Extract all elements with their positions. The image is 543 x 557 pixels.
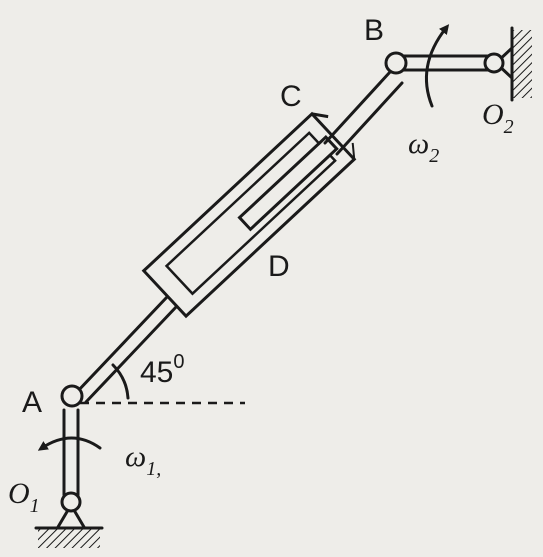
pin-b <box>384 51 408 75</box>
pin-a <box>60 384 84 408</box>
label-omega2: ω2 <box>408 127 439 167</box>
label-c: C <box>280 80 302 113</box>
label-d: D <box>268 250 290 283</box>
omega1-rotation-arrow <box>37 436 102 451</box>
label-o1: O1 <box>8 477 40 517</box>
omega2-rotation-arrow <box>425 24 450 108</box>
label-omega1: ω1, <box>125 440 161 480</box>
rod-ad <box>74 295 179 404</box>
rod-cb <box>323 70 404 156</box>
label-a: A <box>22 386 42 419</box>
pin-o1 <box>60 491 82 513</box>
crank-o1a <box>62 408 80 497</box>
piston-rod <box>237 135 339 232</box>
label-o2: O2 <box>482 98 514 138</box>
angle-arc <box>111 363 130 400</box>
crank-bo2 <box>402 54 490 72</box>
label-b: B <box>364 14 384 47</box>
pin-o2 <box>483 52 505 74</box>
label-angle: 450 <box>140 351 185 389</box>
